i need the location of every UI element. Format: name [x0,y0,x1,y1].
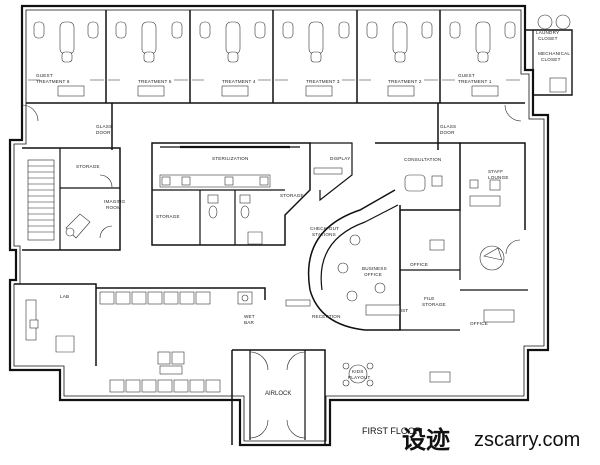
checkout-label: CHECK-OUT [310,226,339,231]
watermark-site: zscarry.com [474,429,580,451]
kids-playout-label: PLAYOUT [348,375,371,380]
closet-label: CLOSET [538,36,558,41]
sterilization-label: STERILIZATION [212,156,248,161]
corridor: GLASS DOOR GLASS DOOR [21,103,522,150]
laundry-mechanical: LAUNDRY CLOSET MECHANICAL CLOSET [525,14,573,96]
lab-label: LAB [60,294,69,299]
consultation-label: CONSULTATION [404,157,441,162]
wet-label: WET [244,314,255,319]
right-block: CONSULTATION STAFF LOUNGE OFFICE FILE ST… [375,142,528,383]
storage-mid-label: STORAGE [156,214,180,219]
treatment-labels: GUEST TREATMENT 6 TREATMENT 5 TREATMENT … [36,73,492,84]
wet-bar-label: BAR [244,320,255,325]
imaging-room-label: ROOM [106,205,121,210]
storage-small-label: STORAGE [280,193,304,198]
office-b-label: OFFICE [470,321,488,326]
business-office-label: OFFICE [364,272,382,277]
mechanical-closet-label: CLOSET [541,57,561,62]
watermark-logo-cn: 设迹 [402,426,450,454]
treatment-5-label: TREATMENT 5 [138,79,172,84]
treatment-bays [26,10,525,104]
file-label: FILE [424,296,435,301]
treatment-1-label: TREATMENT 1 [458,79,492,84]
file-storage-label: STORAGE [422,302,446,307]
staff-lounge-label: LOUNGE [488,175,509,180]
treatment-6-label: TREATMENT 6 [36,79,70,84]
reception-label: RECEPTION [312,314,341,319]
waiting-area: WET BAR RECEPTION KIDS PLAYOUT [96,287,374,393]
kids-label: KIDS [352,369,364,374]
business-label: BUSINESS [362,266,387,271]
glass-door-right-label: GLASS [440,124,456,129]
checkout-stations-label: STATIONS [312,232,336,237]
treatment-1-guest-label: GUEST [458,73,475,78]
display-label: DISPLAY [330,156,350,161]
exterior-walls [8,4,550,447]
sterilization-block: STERILIZATION STORAGE STORAGE DISPLAY [151,142,353,246]
imaging-label: IMAGING [104,199,126,204]
treatment-4-label: TREATMENT 4 [222,79,256,84]
floor-label: FIRST FLOOR [362,426,422,436]
mechanical-label: MECHANICAL [538,51,570,56]
airlock-label: AIRLOCK [265,391,291,397]
treatment-3-label: TREATMENT 3 [306,79,340,84]
staff-label: STAFF [488,169,503,174]
storage-left-label: STORAGE [76,164,100,169]
glass-door-right-label-2: DOOR [440,130,455,135]
glass-door-left-label-2: DOOR [96,130,111,135]
business-office: CHECK-OUT STATIONS BUSINESS OFFICE RECEP… [307,189,408,331]
office-a-label: OFFICE [410,262,428,267]
treatment-2-label: TREATMENT 2 [388,79,422,84]
airlock: AIRLOCK [231,349,326,445]
laundry-label: LAUNDRY [536,30,559,35]
treatment-6-guest-label: GUEST [36,73,53,78]
lab: LAB [14,283,97,366]
left-block: STORAGE IMAGING ROOM [22,147,126,251]
glass-door-left-label: GLASS [96,124,112,129]
